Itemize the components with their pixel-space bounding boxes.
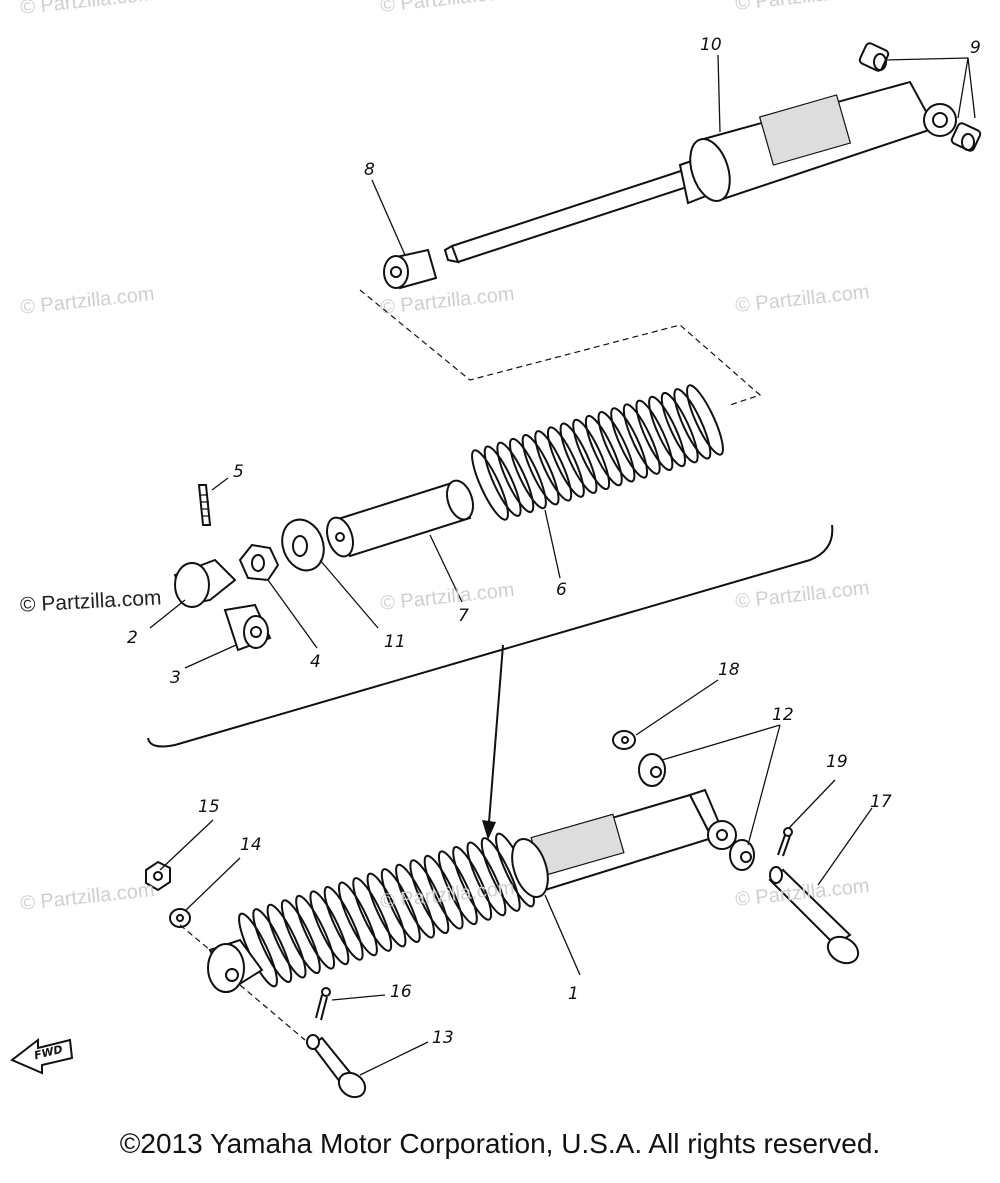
spring-coil	[686, 384, 724, 456]
spring-coil	[452, 845, 493, 921]
spring-coil	[466, 841, 507, 917]
callout-18: 18	[718, 660, 740, 680]
callout-2: 2	[127, 628, 138, 648]
spring-coil	[572, 418, 611, 491]
spring-coil	[266, 903, 307, 979]
spring-coil	[352, 877, 393, 952]
spring-coil	[380, 868, 421, 943]
callout-11: 11	[384, 632, 406, 652]
callout-17: 17	[870, 792, 892, 812]
upper-bushings	[858, 42, 982, 152]
spring-coil	[584, 414, 623, 487]
shock-bushings	[638, 753, 755, 871]
spring-coil	[395, 863, 435, 939]
washer	[281, 518, 325, 572]
spring-coil	[366, 872, 407, 948]
callout-14: 14	[240, 835, 262, 855]
spring-coil	[496, 441, 535, 514]
spring-coil	[622, 403, 661, 475]
spring-coil	[295, 894, 336, 970]
callout-9: 9	[970, 38, 981, 58]
spring-coil	[483, 445, 522, 517]
washer-18	[612, 730, 636, 750]
spring-coil	[534, 430, 573, 502]
cotter-pin	[777, 827, 793, 857]
leader-lines	[149, 54, 976, 1076]
spring-coil	[437, 850, 478, 926]
callout-6: 6	[556, 580, 567, 600]
lower-mount	[173, 558, 237, 608]
spring-coil	[559, 422, 598, 494]
spring-coil	[423, 854, 464, 930]
callout-4: 4	[310, 652, 321, 672]
spring-coil	[546, 426, 585, 498]
callout-16: 16	[390, 982, 412, 1002]
spring-coil	[409, 859, 450, 935]
callout-10: 10	[700, 35, 722, 55]
spring-coil	[480, 837, 521, 912]
lower-nut	[145, 860, 171, 892]
callout-19: 19	[826, 752, 848, 772]
spacer-tube	[326, 479, 474, 558]
shock-assembly	[207, 788, 737, 993]
spring-coil	[610, 407, 649, 479]
callout-5: 5	[233, 462, 244, 482]
lower-bolt	[306, 1034, 367, 1099]
callout-12: 12	[772, 705, 794, 725]
spring-coil	[280, 899, 321, 975]
spring-coil	[660, 391, 699, 464]
callout-13: 13	[432, 1028, 454, 1048]
callout-3: 3	[170, 668, 181, 688]
lower-washer	[169, 908, 191, 928]
callout-7: 7	[458, 606, 469, 626]
spring-coil	[252, 908, 293, 983]
spring-coil	[597, 411, 636, 483]
spring-coil	[521, 434, 560, 506]
bump-stop	[383, 248, 438, 290]
spring-coil	[338, 881, 378, 957]
spring-coil	[635, 399, 674, 471]
shock-body-upper	[443, 80, 957, 264]
mount-bolt	[197, 484, 212, 526]
spring-coil	[471, 449, 509, 521]
spring	[471, 384, 724, 521]
nut	[238, 543, 280, 582]
callout-1: 1	[568, 984, 579, 1004]
spring-coil	[309, 890, 350, 966]
pivot-pin	[768, 866, 860, 965]
spring-coil	[673, 388, 712, 460]
callout-8: 8	[364, 160, 375, 180]
copyright-notice: ©2013 Yamaha Motor Corporation, U.S.A. A…	[119, 1128, 881, 1159]
callout-15: 15	[198, 797, 220, 817]
mount-bushing	[223, 603, 272, 652]
spring-coil	[648, 395, 686, 468]
fwd-arrow-icon	[10, 1037, 74, 1075]
spring-coil	[509, 437, 547, 510]
lower-cotter	[315, 987, 331, 1021]
spring-coil	[323, 885, 364, 961]
